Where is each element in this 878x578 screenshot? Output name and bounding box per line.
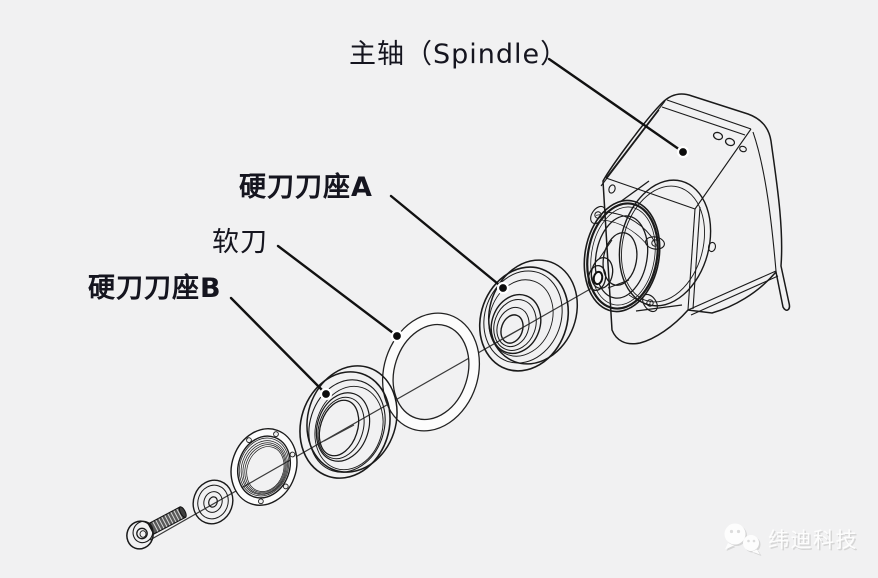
holder-a-drawing — [478, 259, 579, 372]
leader-dot-soft-blade — [390, 329, 404, 343]
wechat-icon — [724, 523, 762, 556]
spindle-shaft-bore — [592, 270, 604, 286]
leader-dot-holder-a — [496, 281, 510, 295]
lock-ring-drawing — [230, 428, 298, 506]
axis-through-holder-b — [323, 424, 355, 442]
label-spindle: 主轴（Spindle） — [349, 39, 568, 70]
lock-ring-holes — [246, 431, 296, 505]
soft-blade-drawing — [381, 312, 481, 432]
label-soft-blade: 软刀 — [212, 227, 268, 258]
leader-dot-spindle — [676, 145, 690, 159]
watermark: 纬迪科技 纬迪科技 — [724, 523, 860, 556]
washer-drawing — [192, 479, 234, 525]
machine-top-vent-holes — [712, 131, 747, 153]
machine-body-silhouette — [602, 93, 791, 345]
bolt-drawing — [126, 506, 187, 550]
nose-bolt-lug — [645, 236, 665, 250]
leader-lines — [229, 57, 690, 401]
lock-ring-threads — [238, 437, 290, 497]
label-holder-b: 硬刀刀座B — [88, 272, 222, 304]
watermark-text: 纬迪科技 — [768, 528, 858, 552]
leader-line-holder-b — [229, 296, 328, 396]
wechat-icon-eyes — [729, 529, 756, 543]
label-holder-a: 硬刀刀座A — [239, 171, 373, 203]
bolt-socket — [136, 527, 148, 540]
leader-line-spindle — [547, 57, 685, 154]
spindle-nose-drawing — [583, 179, 712, 313]
watermark-text-shadow: 纬迪科技 — [770, 530, 860, 554]
holder-b-drawing — [299, 365, 398, 479]
nose-bolt-lug — [590, 205, 606, 225]
spindle-machine-drawing — [583, 93, 791, 345]
axis-through-holder-a — [501, 327, 523, 340]
leader-line-soft-blade — [276, 244, 399, 338]
assembly-axis-line — [149, 287, 593, 541]
leader-dot-holder-b — [319, 387, 333, 401]
leader-line-holder-a — [389, 194, 505, 290]
bolt-shank — [147, 506, 187, 535]
nose-bolt-lug — [642, 293, 658, 313]
